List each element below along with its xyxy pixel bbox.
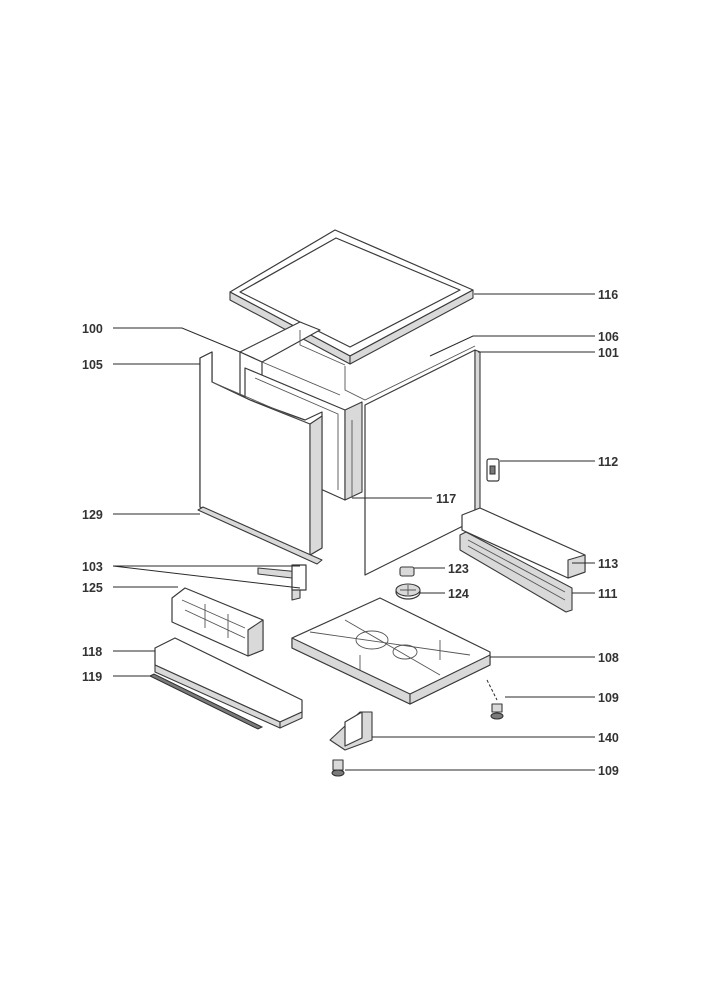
callout-123: 123 xyxy=(448,562,469,576)
leader-106 xyxy=(429,335,595,357)
part-113-rear-cover xyxy=(461,507,586,579)
leader-103b xyxy=(112,565,301,589)
callout-129: 129 xyxy=(82,508,103,522)
callout-112: 112 xyxy=(598,455,618,469)
callout-140: 140 xyxy=(598,731,619,745)
callout-106: 106 xyxy=(598,330,619,344)
part-123-sensor xyxy=(399,566,415,577)
callout-116: 116 xyxy=(598,288,618,302)
leader-109a-dash xyxy=(486,679,498,701)
leader-lines xyxy=(112,293,595,771)
part-116-worktop xyxy=(229,229,474,365)
callout-109-front: 109 xyxy=(598,764,619,778)
part-108-base xyxy=(291,597,491,705)
part-109-foot-front xyxy=(331,759,345,777)
callout-119: 119 xyxy=(82,670,102,684)
callout-113: 113 xyxy=(598,557,618,571)
part-118-kick-plate xyxy=(154,637,303,729)
callout-124: 124 xyxy=(448,587,469,601)
part-140-bracket xyxy=(329,711,373,751)
callout-117: 117 xyxy=(436,492,456,506)
part-109-foot-rear xyxy=(490,703,504,720)
callout-labels: 116 100 106 105 101 112 129 117 113 103 … xyxy=(82,288,619,778)
part-119-seal xyxy=(148,673,264,730)
callout-105: 105 xyxy=(82,358,103,372)
callout-101: 101 xyxy=(598,346,619,360)
callout-118: 118 xyxy=(82,645,102,659)
part-103-bracket xyxy=(257,564,307,601)
callout-125: 125 xyxy=(82,581,103,595)
part-105-left-panel xyxy=(199,351,323,556)
part-124-disc xyxy=(395,583,421,600)
callout-103: 103 xyxy=(82,560,103,574)
part-129-strip xyxy=(197,506,323,565)
callout-109-rear: 109 xyxy=(598,691,619,705)
part-111-rear-rail xyxy=(459,531,573,613)
callout-111: 111 xyxy=(598,587,618,601)
leader-100 xyxy=(113,327,241,353)
part-112-clip xyxy=(486,458,500,482)
part-125-control-bracket xyxy=(171,587,264,657)
callout-100: 100 xyxy=(82,322,103,336)
callout-108: 108 xyxy=(598,651,619,665)
part-100-rear-frame xyxy=(239,321,346,406)
